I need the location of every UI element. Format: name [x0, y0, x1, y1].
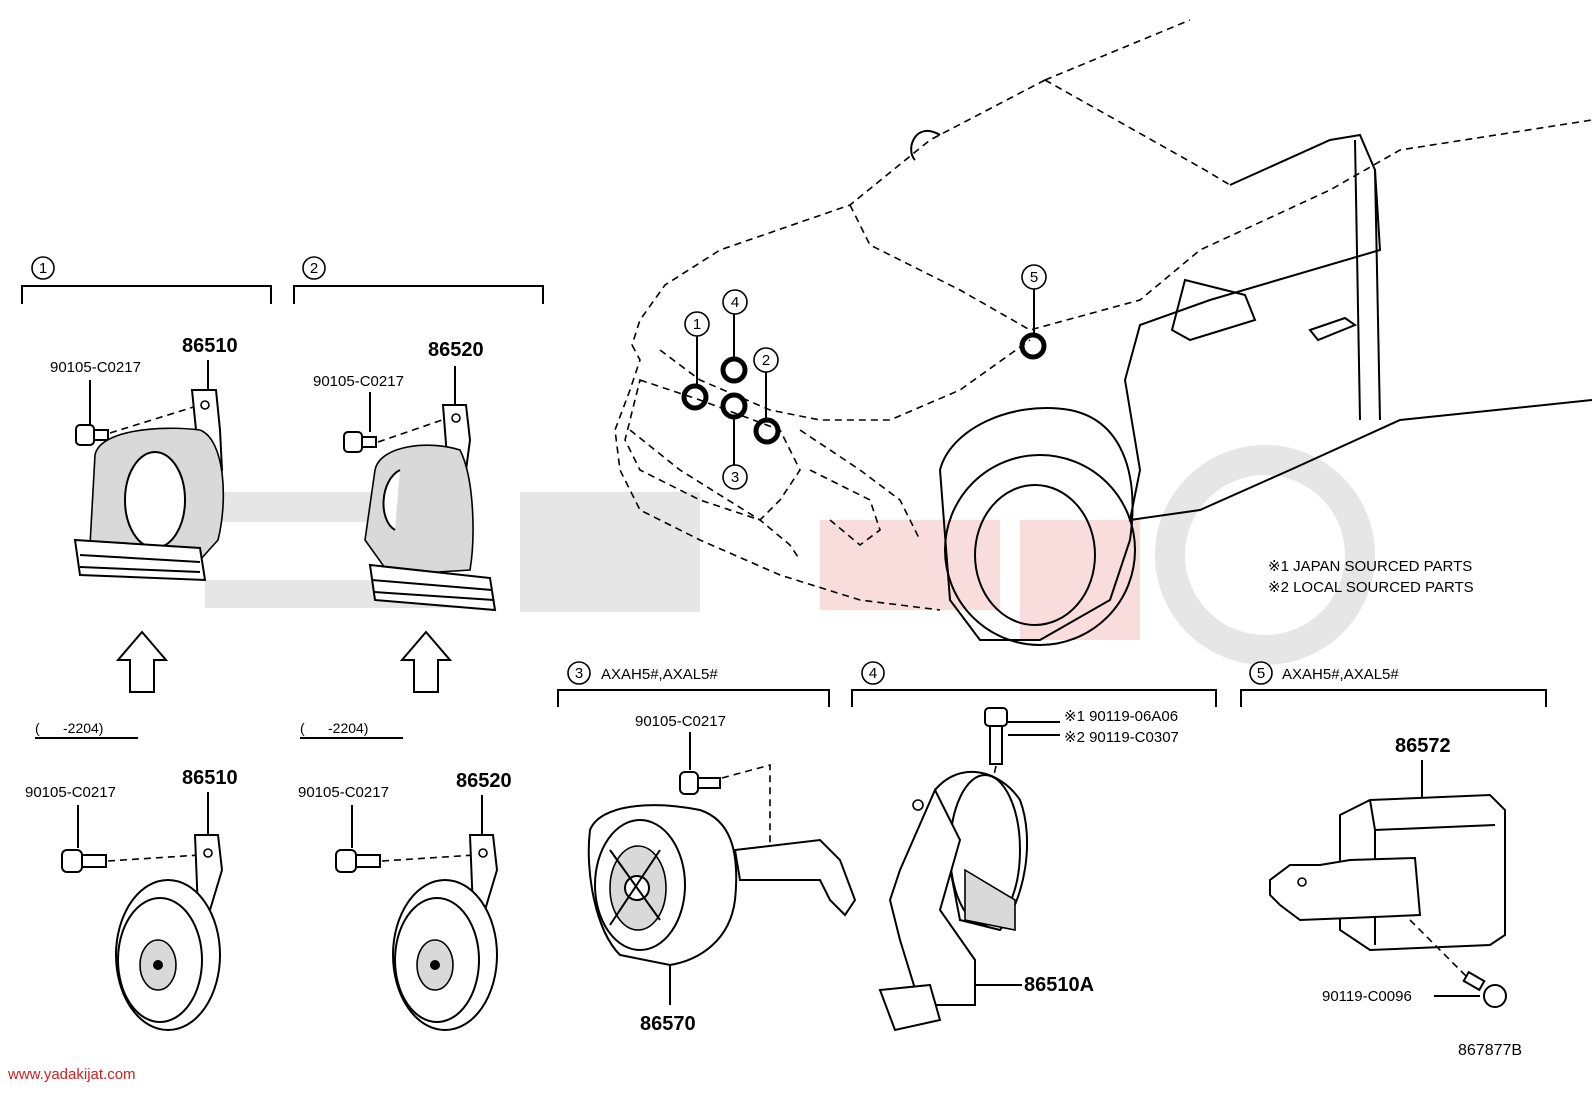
arrow-up-icon [399, 630, 453, 693]
part-86520-label: 86520 [456, 770, 512, 792]
horn-86520-icon [392, 834, 499, 1031]
part-86510-label: 86510 [182, 767, 238, 789]
arrow-up-icon [115, 630, 169, 693]
bolt-icon [335, 849, 381, 873]
bolt-90105-c0217-label: 90105-C0217 [25, 784, 116, 801]
group-3: 3 AXAH5#,AXAL5# 90105-C0217 86570 [557, 661, 857, 1035]
bolt-icon [61, 849, 107, 873]
part-86572-label: 86572 [1395, 735, 1451, 757]
website-watermark: www.yadakijat.com [7, 1066, 136, 1083]
part-86570-label: 86570 [640, 1013, 696, 1035]
horn-86510-icon [115, 834, 224, 1031]
bolt-90119-06a06-label: ※1 90119-06A06 [1064, 708, 1178, 725]
bolt-icon [1462, 970, 1507, 1008]
group-1-number: 1 [39, 260, 47, 277]
group-1: 1 86510 90105-C0217 [21, 256, 272, 582]
vehicle-drawing [614, 19, 1592, 646]
horn-86520-icon [364, 404, 497, 612]
part-86510-label: 86510 [182, 335, 238, 357]
bolt-90105-c0217-label: 90105-C0217 [50, 359, 141, 376]
group-4-number: 4 [869, 665, 877, 682]
group-2-number: 2 [310, 260, 318, 277]
bolt-icon [679, 771, 721, 795]
car-marker-4-label: 4 [731, 294, 739, 311]
group-4: 4 ※1 90119-06A06 ※2 90119-C0307 86510A [851, 661, 1217, 1032]
diagram-id: 867877B [1458, 1042, 1522, 1059]
part-86510a-icon [878, 771, 1029, 1032]
date-range-2: ( -2204) [300, 720, 368, 736]
group-2-lower: 86520 90105-C0217 [298, 770, 512, 1031]
car-marker-5-label: 5 [1030, 269, 1038, 286]
bolt-90119-c0096-label: 90119-C0096 [1322, 988, 1412, 1005]
group-3-number: 3 [575, 665, 583, 682]
group-1-lower: 86510 90105-C0217 [25, 767, 238, 1031]
part-86572-icon [1269, 793, 1506, 952]
bolt-icon [984, 707, 1008, 765]
bolt-icon [75, 424, 109, 446]
note-local-sourced: ※2 LOCAL SOURCED PARTS [1268, 579, 1474, 596]
group-5-models: AXAH5#,AXAL5# [1282, 666, 1399, 683]
part-86510a-label: 86510A [1024, 974, 1094, 996]
bolt-90105-c0217-label: 90105-C0217 [298, 784, 389, 801]
car-marker-5: 5 [1021, 264, 1047, 290]
bolt-icon [343, 431, 377, 453]
car-marker-3-label: 3 [731, 469, 739, 486]
group-3-models: AXAH5#,AXAL5# [601, 666, 718, 683]
bolt-90105-c0217-label: 90105-C0217 [635, 713, 726, 730]
car-marker-3: 3 [722, 464, 748, 490]
part-86570-icon [587, 804, 857, 967]
bolt-90105-c0217-label: 90105-C0217 [313, 373, 404, 390]
car-marker-2: 2 [753, 347, 779, 373]
car-marker-1: 1 [684, 311, 710, 337]
car-marker-2-label: 2 [762, 352, 770, 369]
horn-86510-icon [73, 389, 225, 582]
date-range-1: ( -2204) [35, 720, 103, 736]
group-5: 5 AXAH5#,AXAL5# 86572 90119-C0096 [1240, 661, 1547, 1008]
group-5-number: 5 [1257, 665, 1265, 682]
part-86520-label: 86520 [428, 339, 484, 361]
car-marker-4: 4 [722, 289, 748, 315]
bolt-90119-c0307-label: ※2 90119-C0307 [1064, 729, 1179, 746]
note-japan-sourced: ※1 JAPAN SOURCED PARTS [1268, 558, 1472, 575]
group-2: 2 86520 90105-C0217 [293, 256, 544, 612]
car-marker-1-label: 1 [693, 316, 701, 333]
